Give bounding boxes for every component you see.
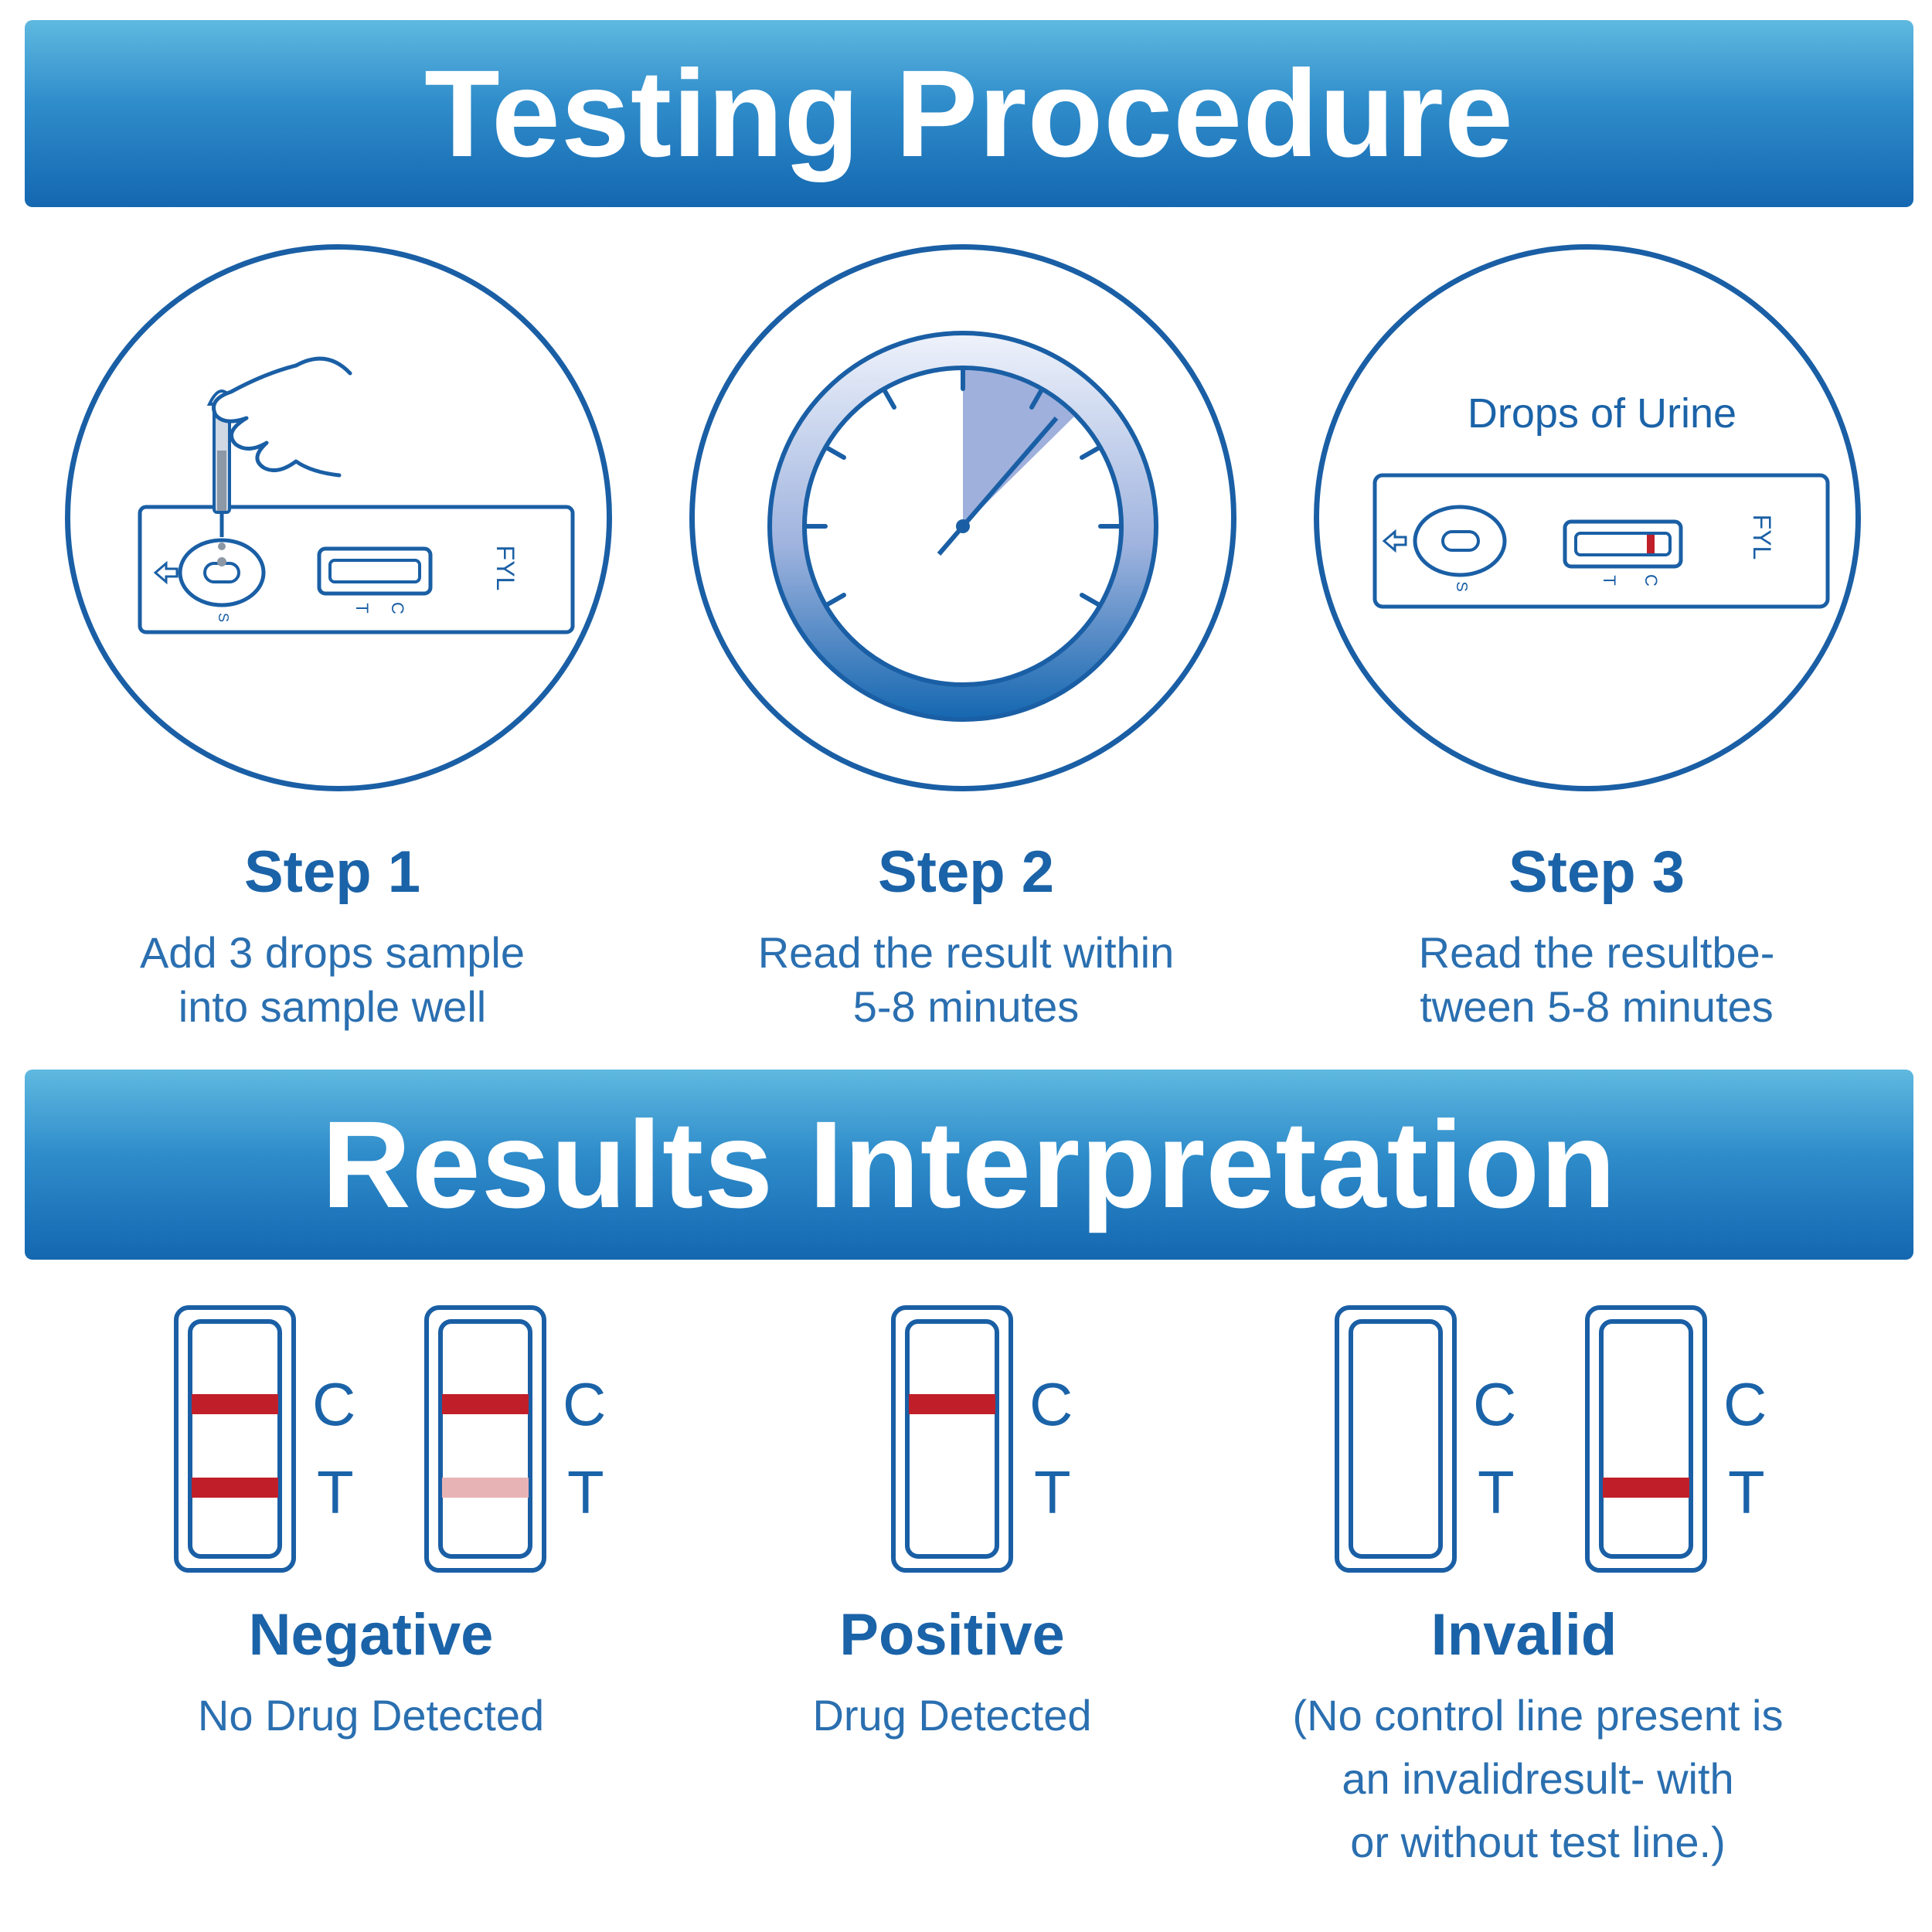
step2-desc-line2: 5-8 minutes bbox=[852, 982, 1080, 1031]
results-interpretation-banner: Results Interpretation bbox=[25, 1070, 1913, 1260]
invalid-title: Invalid bbox=[1430, 1602, 1617, 1668]
invalid-desc-line3: or without test line.) bbox=[1350, 1818, 1726, 1866]
control-line bbox=[909, 1394, 995, 1414]
invalid-desc-line2: an invalidresult- with bbox=[1342, 1754, 1734, 1803]
step3-illustration-circle: Drops of Urine S C T FYL bbox=[1314, 244, 1861, 791]
negative-strip-1 bbox=[174, 1305, 296, 1573]
timer-hand bbox=[961, 417, 1059, 528]
sample-label: S bbox=[1453, 581, 1470, 591]
sample-arrow-icon bbox=[153, 560, 179, 585]
step1-title: Step 1 bbox=[243, 839, 421, 905]
control-line bbox=[442, 1394, 529, 1414]
control-label: C bbox=[1029, 1370, 1073, 1438]
invalid-strip-2 bbox=[1585, 1305, 1707, 1573]
control-label: C bbox=[1723, 1370, 1767, 1438]
sample-label: S bbox=[216, 613, 231, 622]
testing-procedure-banner: Testing Procedure bbox=[25, 20, 1913, 207]
step2-desc-line1: Read the result within bbox=[757, 928, 1175, 977]
step3-desc-line1: Read the resultbe- bbox=[1418, 928, 1775, 977]
step3-desc-line2: tween 5-8 minutes bbox=[1420, 982, 1774, 1031]
negative-desc: No Drug Detected bbox=[197, 1691, 545, 1740]
control-label: C bbox=[1473, 1370, 1517, 1438]
step1-caption: Step 1 Add 3 drops sample into sample we… bbox=[62, 838, 603, 1034]
control-label: C bbox=[563, 1370, 607, 1438]
step2-caption: Step 2 Read the result within 5-8 minute… bbox=[696, 838, 1236, 1034]
negative-title: Negative bbox=[248, 1602, 494, 1668]
positive-title: Positive bbox=[839, 1602, 1065, 1668]
results-interpretation-title: Results Interpretation bbox=[321, 1095, 1617, 1233]
negative-strip-2 bbox=[424, 1305, 546, 1573]
step2-illustration-circle bbox=[689, 244, 1236, 791]
test-label: T bbox=[1034, 1458, 1071, 1526]
drops-of-urine-caption: Drops of Urine bbox=[1468, 390, 1736, 437]
sample-arrow-icon bbox=[1382, 529, 1407, 553]
test-label: T bbox=[1600, 575, 1619, 585]
step3-title: Step 3 bbox=[1508, 839, 1685, 905]
timer-ticks bbox=[804, 368, 1121, 607]
invalid-strip-1 bbox=[1335, 1305, 1457, 1573]
test-line bbox=[192, 1478, 278, 1498]
step1-illustration: S C T FYL bbox=[138, 356, 575, 634]
control-line bbox=[192, 1394, 278, 1414]
invalid-caption: Invalid (No control line present is an i… bbox=[1236, 1601, 1839, 1874]
test-line bbox=[1603, 1478, 1689, 1498]
timer-center bbox=[956, 519, 970, 533]
step3-caption: Step 3 Read the resultbe- tween 5-8 minu… bbox=[1326, 838, 1867, 1034]
control-label: C bbox=[312, 1370, 356, 1438]
step1-desc-line2: into sample well bbox=[178, 982, 487, 1031]
timer-illustration bbox=[767, 331, 1158, 722]
timer-elapsed-wedge bbox=[963, 369, 1074, 526]
faint-test-line bbox=[442, 1478, 529, 1498]
test-label: T bbox=[1728, 1458, 1765, 1526]
test-label: T bbox=[352, 603, 372, 613]
control-line bbox=[1647, 535, 1655, 553]
negative-caption: Negative No Drug Detected bbox=[139, 1601, 603, 1747]
control-label: C bbox=[1641, 574, 1661, 587]
hand-icon bbox=[212, 363, 342, 478]
test-label: T bbox=[567, 1458, 604, 1526]
step3-illustration: Drops of Urine S C T FYL bbox=[1372, 390, 1830, 609]
testing-procedure-title: Testing Procedure bbox=[424, 44, 1514, 182]
brand-label: FYL bbox=[1748, 515, 1776, 560]
positive-desc: Drug Detected bbox=[812, 1691, 1092, 1740]
step1-desc-line1: Add 3 drops sample bbox=[139, 928, 526, 977]
positive-strip bbox=[891, 1305, 1013, 1573]
test-label: T bbox=[1478, 1458, 1515, 1526]
step2-title: Step 2 bbox=[877, 839, 1055, 905]
control-label: C bbox=[388, 602, 407, 614]
step1-illustration-circle: S C T FYL bbox=[65, 244, 612, 791]
positive-caption: Positive Drug Detected bbox=[720, 1601, 1184, 1747]
invalid-desc-line1: (No control line present is bbox=[1292, 1691, 1784, 1740]
brand-label: FYL bbox=[492, 546, 519, 591]
test-label: T bbox=[317, 1458, 354, 1526]
